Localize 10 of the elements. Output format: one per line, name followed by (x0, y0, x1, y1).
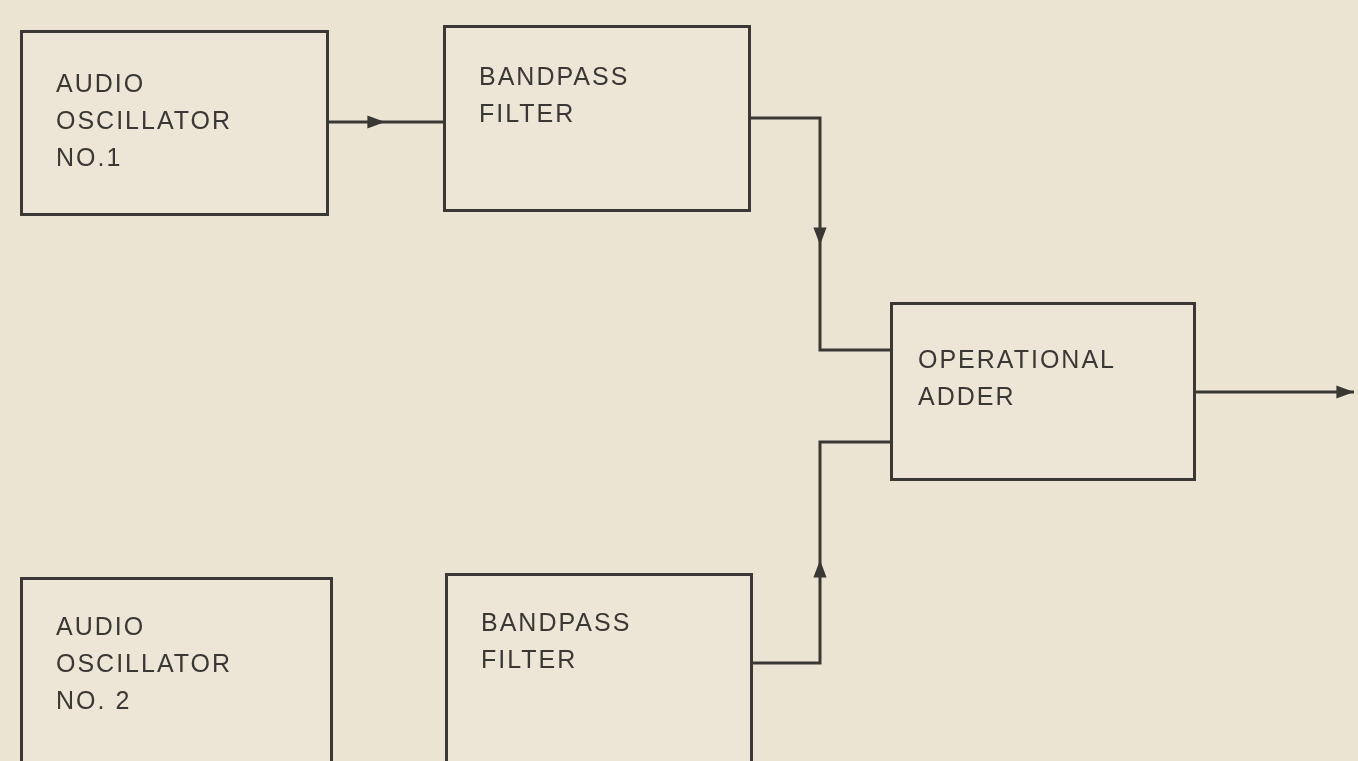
box-label: AUDIO OSCILLATOR NO. 2 (56, 611, 234, 716)
box-label: OPERATIONAL ADDER (918, 344, 1117, 412)
process-box (890, 302, 1196, 481)
process-box (20, 30, 329, 216)
box-label: BANDPASS FILTER (481, 607, 633, 675)
box-label: BANDPASS FILTER (479, 61, 631, 129)
process-box (20, 577, 333, 761)
process-box (445, 573, 753, 761)
box-label: AUDIO OSCILLATOR NO.1 (56, 68, 234, 173)
process-box (443, 25, 751, 212)
